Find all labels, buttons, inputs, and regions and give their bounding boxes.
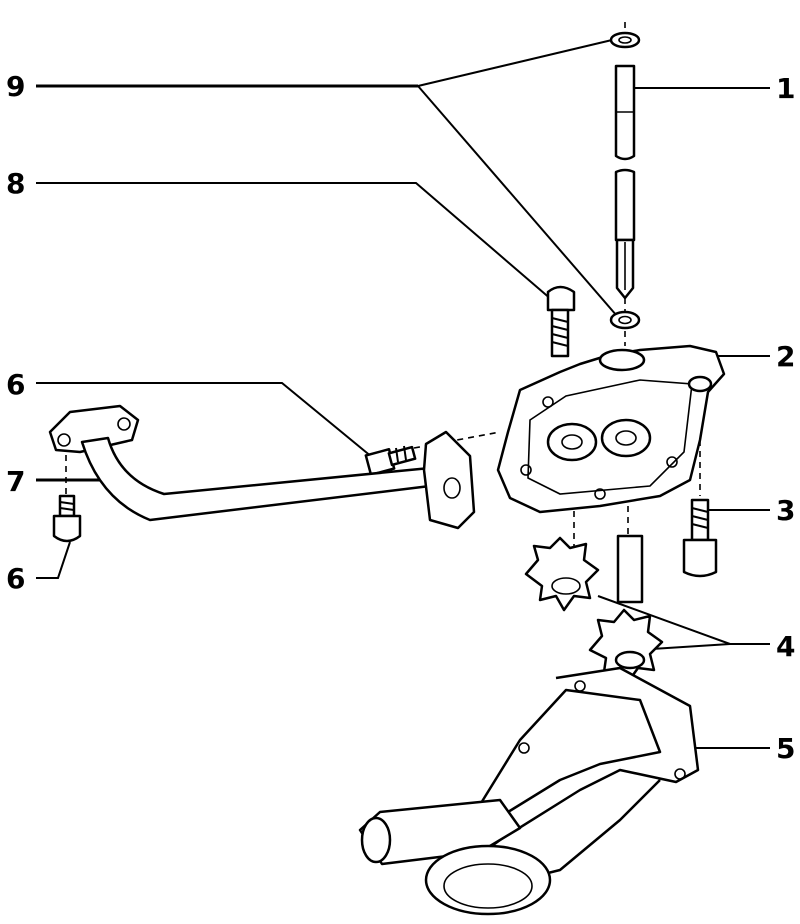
callout-label-9: 9 xyxy=(6,70,25,103)
callout-label-6-top: 6 xyxy=(6,368,25,401)
callout-label-1: 1 xyxy=(776,72,795,105)
callout-label-7: 7 xyxy=(6,465,25,498)
oil-pipe xyxy=(48,404,476,530)
assembly-centerlines xyxy=(65,22,701,680)
pipe-bolt-bottom xyxy=(52,494,82,543)
leader-8 xyxy=(36,182,553,301)
pump-housing xyxy=(496,344,726,514)
callout-label-8: 8 xyxy=(6,167,25,200)
drive-shaft xyxy=(614,64,636,300)
leader-4-branch-a xyxy=(597,595,731,645)
sealing-ring-top xyxy=(609,31,641,49)
callout-label-6-bottom: 6 xyxy=(6,562,25,595)
callout-label-4: 4 xyxy=(776,630,795,663)
leader-9-branch-bottom xyxy=(417,85,618,317)
pipe-bolt-top xyxy=(364,445,417,477)
callout-label-5: 5 xyxy=(776,732,795,765)
leader-6-bottom xyxy=(36,541,71,579)
housing-bolt xyxy=(682,498,718,578)
leader-6-top xyxy=(36,382,379,463)
oil-suction-pipe xyxy=(358,666,700,916)
leader-9-branch-top xyxy=(417,39,613,87)
cap-screw xyxy=(546,285,576,358)
pump-gear-drive xyxy=(524,534,644,612)
callout-label-2: 2 xyxy=(776,340,795,373)
sealing-ring-bottom xyxy=(609,310,641,330)
callout-label-3: 3 xyxy=(776,494,795,527)
